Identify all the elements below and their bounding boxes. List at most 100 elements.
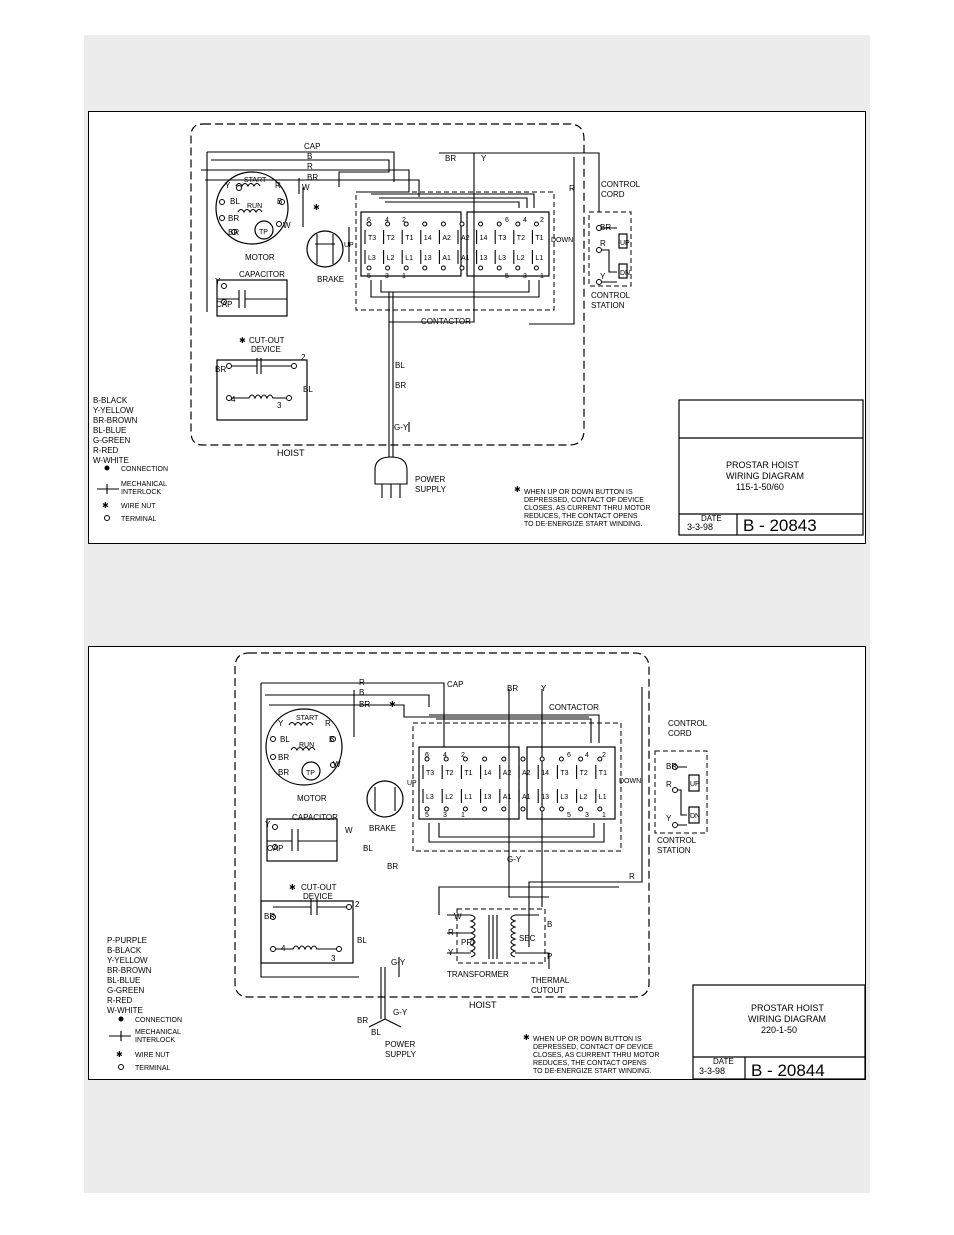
thermal-label: THERMAL [531,976,570,985]
contactor-terminal [578,756,584,762]
control-station [654,750,708,834]
contactor-t-label: A2 [522,770,531,777]
connection-icon [104,465,110,471]
contactor-terminal [443,806,449,812]
legend-wire-nut: WIRE NUT [121,503,156,510]
contactor-l-label: L1 [405,255,413,262]
power-supply-label: POWER [385,1040,415,1049]
wire-bl-label: BL [371,1028,381,1037]
wire-label-y-top: Y [481,154,487,163]
contactor-gy-label: G-Y [507,855,522,864]
contactor-l-label: L1 [464,794,472,801]
cut-out-device [260,899,354,964]
motor-y-label: Y [278,719,284,728]
legend-color-1: Y-YELLOW [93,406,134,415]
title-block: PROSTAR HOIST WIRING DIAGRAM 115-1-50/60… [678,399,864,536]
cut-out-2-label: 2 [355,900,360,909]
cut-out-title-2: DEVICE [251,345,281,354]
contactor-l-label: 13 [480,255,488,262]
contactor-t-label: A2 [503,770,512,777]
control-station-label: CONTROL [591,291,631,300]
wiring-diagram-115v-drawing: HOIST CAP B R BR BR Y R START RUN TP Y R… [93,123,864,536]
motor-run-label: RUN [299,742,314,749]
cut-out-bl-label: BL [303,385,313,394]
contactor-terminal [443,756,449,762]
contactor-t-label: T2 [580,770,588,777]
contactor-top-number: 6 [425,752,429,759]
contactor-terminal [440,265,446,271]
title-line-2: 115-1-50/60 [736,482,784,492]
interlock-icon [109,1031,131,1041]
cut-out-title: CUT-OUT [249,336,285,345]
cut-out-4-label: 4 [281,944,286,953]
contactor-terminal [520,806,526,812]
motor-bl-label: BL [280,735,290,744]
contactor-t-label: T2 [387,235,395,242]
control-cord-label: CONTROL [601,180,641,189]
brake-label: BRAKE [317,275,344,284]
control-cord-label-2: CORD [668,729,692,738]
contactor-terminal [424,806,430,812]
note-line-4: TO DE-ENERGIZE START WINDING. [524,521,643,528]
control-station-label-2: STATION [591,301,625,310]
motor-br-label: BR [228,214,239,223]
cut-out-asterisk: ✱ [289,883,296,892]
legend-mechanical: MECHANICAL [135,1029,181,1036]
cut-out-br-label: BR [264,912,275,921]
motor-bl-label: BL [230,197,240,206]
date-value: 3-3-98 [687,522,713,532]
contactor-bottom-number: 1 [402,273,406,280]
thermal-label-2: CUTOUT [531,986,564,995]
motor-w-label: W [333,760,341,769]
contactor-terminal [482,806,488,812]
motor-br2-label: BR [228,228,239,237]
contactor-terminal [501,756,507,762]
contactor-l-label: L2 [387,255,395,262]
cut-out-title: CUT-OUT [301,883,337,892]
title-line-1: WIRING DIAGRAM [748,1014,826,1024]
capacitor-y-label: Y [215,277,221,286]
legend-color-3: BL-BLUE [93,426,126,435]
legend-color-4: G-GREEN [93,436,131,445]
wire-bl-label: BL [395,361,405,370]
contactor-top-number: 6 [567,752,571,759]
contactor-bottom-number: 3 [443,812,447,819]
contactor-terminal [496,265,502,271]
power-cord [368,957,402,1028]
contactor-terminal [533,265,539,271]
contactor-terminal [422,221,428,227]
motor-run-label: RUN [247,203,262,210]
drawing-number: B - 20843 [743,516,817,535]
contactor-terminal [403,221,409,227]
wire-nut-icon: ✱ [313,203,320,212]
control-y-label: Y [666,814,672,823]
transformer-w-label: W [454,912,462,921]
motor-w-label: W [283,221,291,230]
contactor-bottom-number: 1 [540,273,544,280]
contactor-top-number: 4 [523,217,527,224]
contactor [412,714,622,852]
contactor-terminal [440,221,446,227]
capacitor [216,279,288,317]
contactor-t-label: A2 [442,235,451,242]
note-line-2: CLOSES. AS CURRENT THRU MOTOR [524,505,650,512]
contactor-terminal [422,265,428,271]
title-line-1: WIRING DIAGRAM [726,471,804,481]
note-line-4: TO DE-ENERGIZE START WINDING. [533,1068,652,1075]
cut-out-3-label: 3 [277,401,282,410]
hoist-label: HOIST [277,448,305,458]
contactor-l-label: L2 [517,255,525,262]
terminal-icon [104,515,110,521]
motor-tp-label: TP [306,770,315,777]
control-cord-label-2: CORD [601,190,625,199]
contactor-terminal [515,265,521,271]
contactor-l-label: 13 [541,794,549,801]
legend-wire-nut: WIRE NUT [135,1052,170,1059]
contactor-t-label: 14 [541,770,549,777]
contactor-terminal [501,806,507,812]
contactor-terminal [462,756,468,762]
contactor-terminal [385,265,391,271]
contactor-terminal [578,806,584,812]
contactor-terminal [366,265,372,271]
